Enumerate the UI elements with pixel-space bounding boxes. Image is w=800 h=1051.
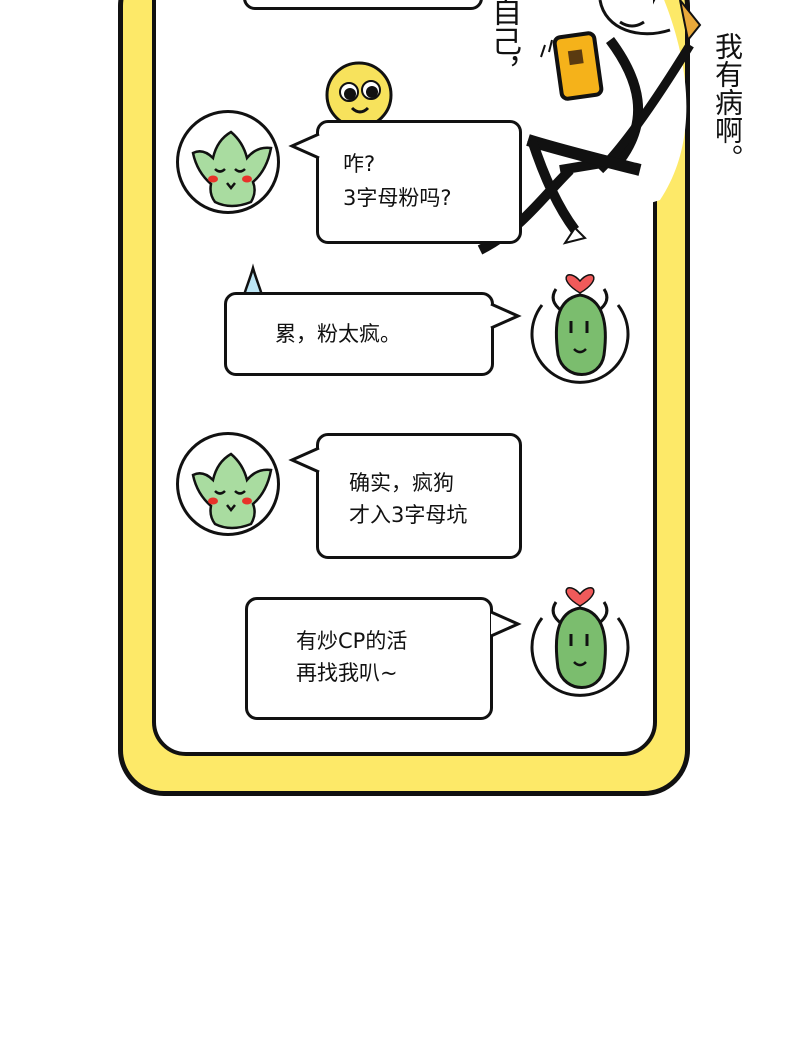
message-1-line1: 咋? xyxy=(343,152,376,176)
message-3-line1: 确实，疯狗 xyxy=(349,471,454,495)
smiley-face-icon xyxy=(325,61,393,129)
avatar-bean xyxy=(530,587,630,697)
bubble-tail-4 xyxy=(490,610,522,638)
avatar-bean xyxy=(530,274,630,384)
message-bubble-1: 咋? 3字母粉吗? xyxy=(316,120,522,244)
message-bubble-3: 确实，疯狗 才入3字母坑 xyxy=(316,433,522,559)
bubble-tail-2 xyxy=(490,302,522,330)
message-4-line2: 再找我叭~ xyxy=(296,661,398,685)
avatar-lettuce xyxy=(176,432,280,536)
message-bubble-2: 累，粉太疯。 xyxy=(224,292,494,376)
message-2-line1: 累，粉太疯。 xyxy=(275,322,401,346)
message-3-line2: 才入3字母坑 xyxy=(349,503,468,527)
stick-figure-illustration xyxy=(470,0,702,260)
caption-vertical-self: 自己， xyxy=(486,0,521,86)
bubble-tail-3 xyxy=(288,446,320,474)
bubble-tail-1 xyxy=(288,132,320,160)
message-bubble-4: 有炒CP的活 再找我叭~ xyxy=(245,597,493,720)
message-4-line1: 有炒CP的活 xyxy=(296,629,408,653)
caption-vertical-sick: 我有病啊。 xyxy=(711,32,744,172)
message-1-line2: 3字母粉吗? xyxy=(343,186,452,210)
avatar-lettuce xyxy=(176,110,280,214)
